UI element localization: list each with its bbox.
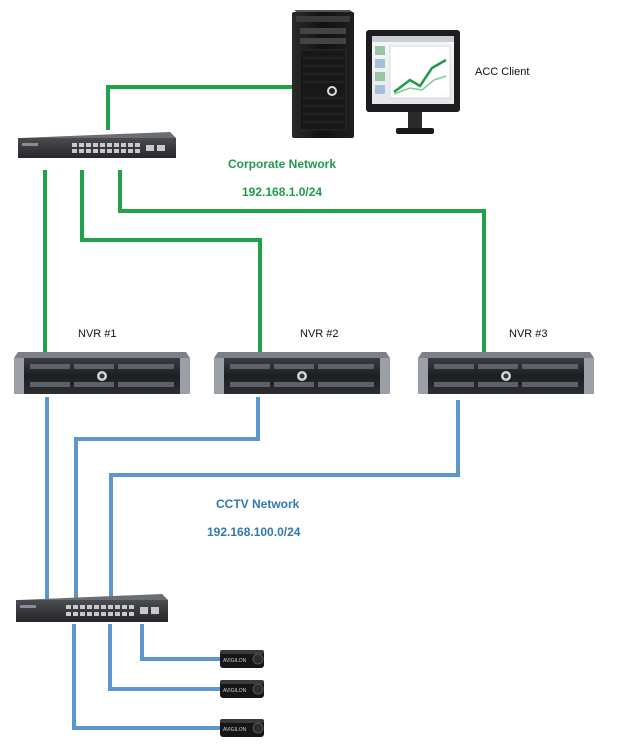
link-switch-to-nvr3 (118, 170, 486, 352)
link-nvr3-to-switch (109, 400, 460, 600)
nvr-server-icon (418, 352, 594, 394)
cctv-links (45, 397, 460, 730)
camera-icon: AVIGILON (220, 719, 264, 737)
corporate-network-title: Corporate Network (228, 157, 337, 171)
link-switch-to-nvr2 (80, 170, 262, 352)
camera-icon: AVIGILON (220, 650, 264, 668)
acc-client-label: ACC Client (475, 66, 530, 78)
camera-brand-label: AVIGILON (223, 658, 247, 664)
nvr-label-2: NVR #2 (300, 328, 339, 340)
link-nvr2-to-switch (74, 397, 260, 600)
nvr-label-3: NVR #3 (509, 328, 548, 340)
nvr-server-icon (214, 352, 390, 394)
cctv-network-title: CCTV Network (216, 497, 300, 511)
nvr-server-icon (14, 352, 190, 394)
cctv-network-subnet: 192.168.100.0/24 (207, 525, 301, 539)
camera-brand-label: AVIGILON (223, 727, 247, 733)
link-switch-to-camera2 (108, 624, 222, 691)
nvr-label-1: NVR #1 (78, 328, 117, 340)
monitor-icon (366, 30, 460, 134)
cctv-switch-icon (16, 594, 168, 622)
camera-brand-label: AVIGILON (223, 688, 247, 694)
link-switch-to-camera3 (72, 624, 222, 730)
link-switch-to-pc (106, 85, 292, 130)
link-switch-to-camera1 (140, 624, 222, 661)
camera-icon: AVIGILON (220, 680, 264, 698)
desktop-tower-icon (292, 10, 355, 138)
corporate-network-subnet: 192.168.1.0/24 (242, 185, 323, 199)
corporate-switch-icon (18, 132, 176, 158)
corporate-links (43, 85, 486, 358)
